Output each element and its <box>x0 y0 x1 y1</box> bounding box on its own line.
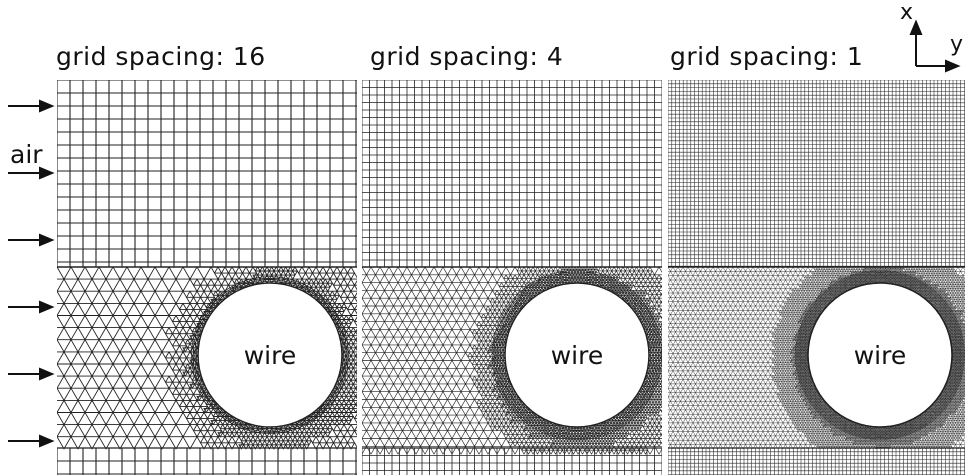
inflow-arrow-icon <box>8 434 55 448</box>
panel-title-16: grid spacing: 16 <box>56 42 266 71</box>
inflow-arrow-icon <box>8 367 55 381</box>
panel-title-4: grid spacing: 4 <box>370 42 564 71</box>
structured-grid <box>668 80 965 475</box>
boundary-layer-ring <box>801 276 959 434</box>
wire-circle <box>504 282 650 428</box>
inflow-arrow-icon <box>8 99 55 113</box>
boundary-layer-ring <box>192 277 348 433</box>
wire-circle <box>807 282 953 428</box>
air-label: air <box>10 140 43 169</box>
boundary-layer-ring <box>493 271 661 439</box>
boundary-layer-ring <box>805 280 955 430</box>
structured-grid <box>362 80 662 475</box>
boundary-layer-ring <box>799 274 961 436</box>
boundary-layer-ring <box>804 279 956 431</box>
boundary-layer-ring <box>798 273 962 437</box>
coordinate-axes-icon <box>909 19 961 73</box>
boundary-layer-ring <box>806 281 954 429</box>
axis-x-label: x <box>900 0 914 25</box>
mesh-panel: wire <box>362 80 662 475</box>
boundary-layer-ring <box>800 275 960 435</box>
panel-title-1: grid spacing: 1 <box>670 42 864 71</box>
boundary-layer-ring <box>802 277 958 433</box>
inflow-arrow-icon <box>8 300 55 314</box>
boundary-layer-ring <box>499 277 655 433</box>
wire-label: wire <box>854 341 907 370</box>
boundary-layer-ring <box>498 276 656 434</box>
boundary-layer-ring <box>503 281 651 429</box>
boundary-layer-ring <box>806 281 954 429</box>
boundary-layer-ring <box>194 279 346 431</box>
axis-y-label: y <box>950 32 964 57</box>
wire-label: wire <box>551 341 604 370</box>
inflow-arrow-icon <box>8 233 55 247</box>
wire-circle <box>197 282 343 428</box>
boundary-layer-ring <box>797 272 963 438</box>
inflow-arrow-icon <box>8 166 55 180</box>
boundary-layer-ring <box>191 276 349 434</box>
boundary-layer-ring <box>797 272 963 438</box>
mesh-panel: wire <box>57 80 357 475</box>
boundary-layer-ring <box>491 269 662 441</box>
boundary-layer-ring <box>803 278 957 432</box>
mesh-panel: wire <box>668 80 965 475</box>
boundary-layer-ring <box>196 281 344 429</box>
wire-label: wire <box>244 341 297 370</box>
inflow-arrows <box>8 99 55 448</box>
boundary-layer-ring <box>496 274 658 436</box>
boundary-layer-ring <box>501 279 653 431</box>
boundary-layer-ring <box>495 273 659 437</box>
structured-grid <box>57 80 357 475</box>
boundary-layer-ring <box>796 271 964 439</box>
